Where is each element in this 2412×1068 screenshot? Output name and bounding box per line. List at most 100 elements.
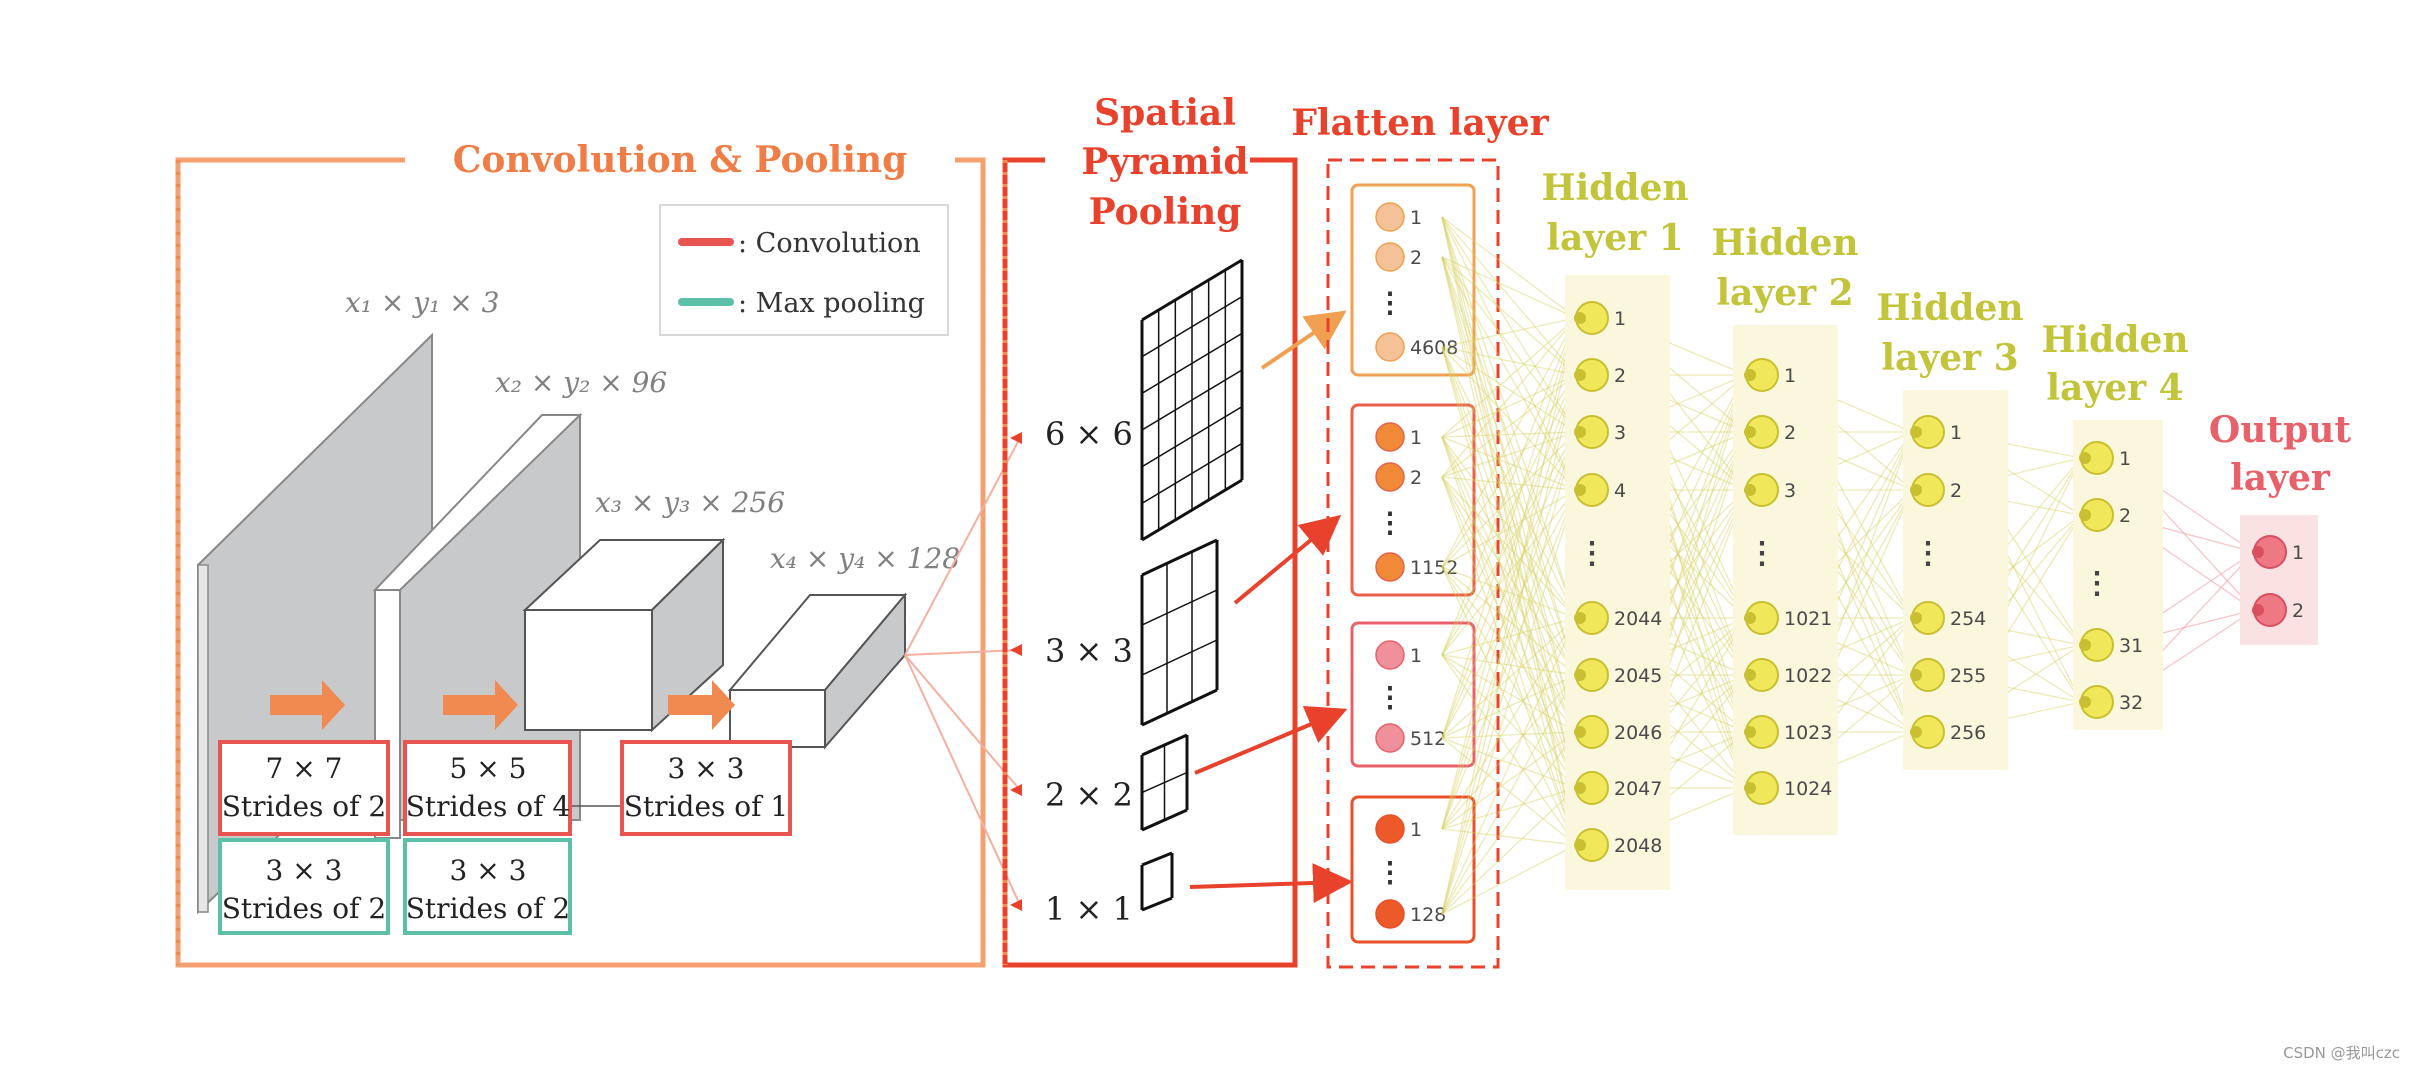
conv-box-1-stride: Strides of 2 [222,790,386,823]
flatten-node [1375,202,1405,232]
spp-input-arrow-1-icon [1010,432,1022,444]
arrow-2x2-to-flatten [1194,705,1348,775]
pool-box-1 [218,838,390,935]
flatten-node [1375,462,1405,492]
grid-2x2 [1140,733,1189,832]
pyramid-level-2x2-label: 2 × 2 [1045,776,1133,814]
conv-box-3-kernel: 3 × 3 [668,752,745,785]
flatten-node-label: 2 [1410,467,1422,489]
hidden-layer-ellipsis: ⋮ [1747,536,1777,571]
legend-convolution-label: : Convolution [738,228,921,259]
output-node-input-dot [2252,546,2264,558]
hidden-node-input-dot [1574,426,1586,438]
flatten-node-label: 1 [1410,645,1422,667]
hidden-node-label: 31 [2119,635,2143,657]
grid-6x6 [1140,258,1244,542]
watermark: CSDN @我叫czc [2283,1044,2400,1062]
hidden-node-input-dot [1910,484,1922,496]
dense-connections [1441,216,2255,915]
hidden-node-input-dot [1574,726,1586,738]
hidden-layer-title-line-2: layer 2 [1716,272,1853,314]
hidden-node-input-dot [1574,369,1586,381]
hidden-node-label: 1022 [1784,665,1832,687]
hidden-node-input-dot [2079,452,2091,464]
flatten-node-label: 1 [1410,819,1422,841]
hidden-node-input-dot [1744,782,1756,794]
hidden-node-label: 1 [1950,422,1962,444]
hidden-node-label: 1024 [1784,778,1832,800]
spp-frame [1002,157,1298,968]
hidden-node-input-dot [1574,312,1586,324]
feature-map-2-dims: x₂ × y₂ × 96 [495,366,667,399]
legend-max-pooling-label: : Max pooling [738,288,925,319]
hidden-layer-title-line-2: layer 4 [2046,367,2183,409]
pyramid-grids [1140,258,1244,912]
conv-box-1 [218,740,390,836]
flatten-node [1375,332,1405,362]
hidden-layer-ellipsis: ⋮ [1913,536,1943,571]
hidden-node-label: 2 [1950,480,1962,502]
output-layer-background [2240,515,2318,645]
hidden-layer-ellipsis: ⋮ [1577,536,1607,571]
hidden-node-input-dot [1574,839,1586,851]
hidden-node-label: 1021 [1784,608,1832,630]
hidden-node-input-dot [1574,612,1586,624]
hidden-node-input-dot [1744,426,1756,438]
feature-map-3-front [524,609,653,731]
flatten-node [1375,422,1405,452]
hidden-node-input-dot [2079,639,2091,651]
feature-map-1-dims: x₁ × y₁ × 3 [345,286,499,319]
hidden-layer-ellipsis: ⋮ [2082,566,2112,601]
conv-pool-title: Convolution & Pooling [453,139,908,181]
legend-box [659,204,949,336]
flatten-node-label: 4608 [1410,337,1458,359]
feature-map-1-side [197,564,209,913]
conv-arrow-1-icon [270,680,345,730]
flatten-node [1375,552,1405,582]
flatten-node [1375,640,1405,670]
pool-box-2-stride: Strides of 2 [406,892,570,925]
hidden-node-label: 256 [1950,722,1986,744]
flatten-node-label: 1 [1410,427,1422,449]
conv-param-boxes: 7 × 7 Strides of 2 5 × 5 Strides of 4 3 … [218,740,792,935]
flatten-ellipsis: ⋮ [1376,506,1404,539]
spp-title-line-1: Spatial [1094,92,1236,134]
conv-arrow-2-icon [443,680,518,730]
hidden-node-label: 2 [2119,505,2131,527]
conv-arrow-3-icon [668,680,735,730]
hidden-layer-background [1733,325,1838,835]
hidden-node-label: 254 [1950,608,1986,630]
hidden-node-input-dot [2079,509,2091,521]
hidden-node-label: 2048 [1614,835,1662,857]
hidden-node-label: 3 [1614,422,1626,444]
flatten-node-label: 512 [1410,728,1446,750]
pyramid-level-6x6-label: 6 × 6 [1045,415,1133,453]
hidden-node-label: 1 [1614,308,1626,330]
output-node-label: 2 [2292,600,2304,622]
output-node-label: 1 [2292,542,2304,564]
hidden-layer-background [1903,390,2008,770]
pyramid-level-1x1-label: 1 × 1 [1045,890,1133,928]
hidden-node-label: 2045 [1614,665,1662,687]
feature-map-3-side [651,537,724,733]
hidden-node-label: 2047 [1614,778,1662,800]
output-title-line-1: Output [2209,409,2352,451]
hidden-node-input-dot [1574,484,1586,496]
spp-input-lines [904,437,1021,906]
hidden-layer-title-line-1: Hidden [1541,167,1688,209]
flatten-node [1375,814,1405,844]
flatten-group-box [1350,183,1476,377]
spp-input-arrow-2-icon [1010,644,1022,656]
spp-title-line-3: Pooling [1089,191,1242,233]
spp-title-line-2: Pyramid [1081,141,1248,183]
spp-input-arrow-4-icon [1010,899,1022,911]
flatten-node-label: 1 [1410,207,1422,229]
flatten-frame [1326,158,1500,969]
conv-box-2-kernel: 5 × 5 [450,752,527,785]
